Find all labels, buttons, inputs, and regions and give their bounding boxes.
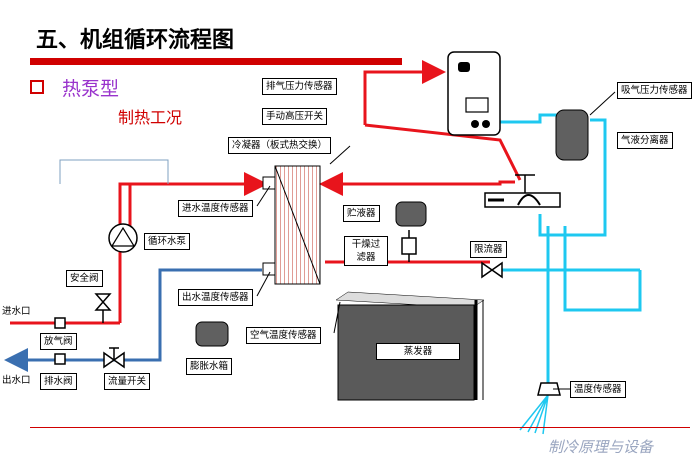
flow-switch-label: 流量开关 — [104, 373, 151, 390]
water-return-lines — [4, 268, 262, 372]
cold-refrigerant-lines — [500, 113, 642, 435]
watermark: 制冷原理与设备 — [548, 438, 654, 456]
suction-pressure-sensor-label: 吸气压力传感器 — [617, 82, 692, 99]
gas-liquid-separator-label: 气液分离器 — [617, 132, 673, 149]
footer-line — [30, 427, 690, 428]
filter-drier-icon — [401, 230, 417, 262]
evaporator-label: 蒸发器 — [376, 343, 460, 360]
four-way-valve-icon — [484, 174, 561, 208]
page-title: 五、机组循环流程图 — [36, 28, 235, 53]
expansion-tank-icon — [195, 321, 229, 347]
receiver-label: 贮液器 — [343, 205, 380, 222]
water-outlet-label: 出水口 — [2, 375, 31, 386]
bullet-square-icon — [30, 80, 44, 94]
plate-heat-exchanger — [262, 165, 321, 285]
leader-lines — [256, 91, 616, 390]
condenser-label: 冷凝器（板式热交换） — [228, 137, 332, 154]
separator-icon — [555, 109, 589, 161]
pump-icon — [108, 223, 138, 253]
drain-valve-label: 排水阀 — [40, 373, 77, 390]
safety-valve-label: 安全阀 — [66, 270, 103, 287]
throttle-label: 限流器 — [470, 241, 507, 258]
temp-sensor-label: 温度传感器 — [570, 381, 626, 398]
mode-subheading: 制热工况 — [118, 108, 183, 127]
expansion-tank-label: 膨胀水箱 — [186, 358, 233, 375]
safety-valve-icon — [94, 293, 112, 323]
receiver-icon — [395, 201, 427, 227]
outlet-water-temp-sensor-label: 出水温度传感器 — [178, 289, 253, 306]
water-inlet-label: 进水口 — [2, 306, 31, 317]
temp-sensor-icon — [537, 382, 561, 396]
flow-switch-icon — [103, 347, 125, 369]
wire-line — [59, 159, 169, 184]
section-heading: 热泵型 — [62, 78, 120, 100]
filter-drier-label: 干燥过滤器 — [344, 236, 388, 266]
vent-valve-label: 放气阀 — [40, 333, 77, 350]
circulating-pump-label: 循环水泵 — [144, 233, 191, 250]
vent-valve-icon — [54, 317, 66, 329]
drain-valve-icon — [54, 353, 66, 365]
throttle-valve-icon — [481, 261, 503, 279]
inlet-water-temp-sensor-label: 进水温度传感器 — [178, 200, 253, 217]
discharge-pressure-sensor-label: 排气压力传感器 — [262, 78, 337, 95]
compressor-icon — [447, 51, 501, 136]
manual-hp-switch-label: 手动高压开关 — [262, 108, 328, 125]
evaporator-icon — [335, 291, 485, 401]
title-underline — [30, 58, 402, 65]
air-temp-sensor-label: 空气温度传感器 — [246, 327, 321, 344]
